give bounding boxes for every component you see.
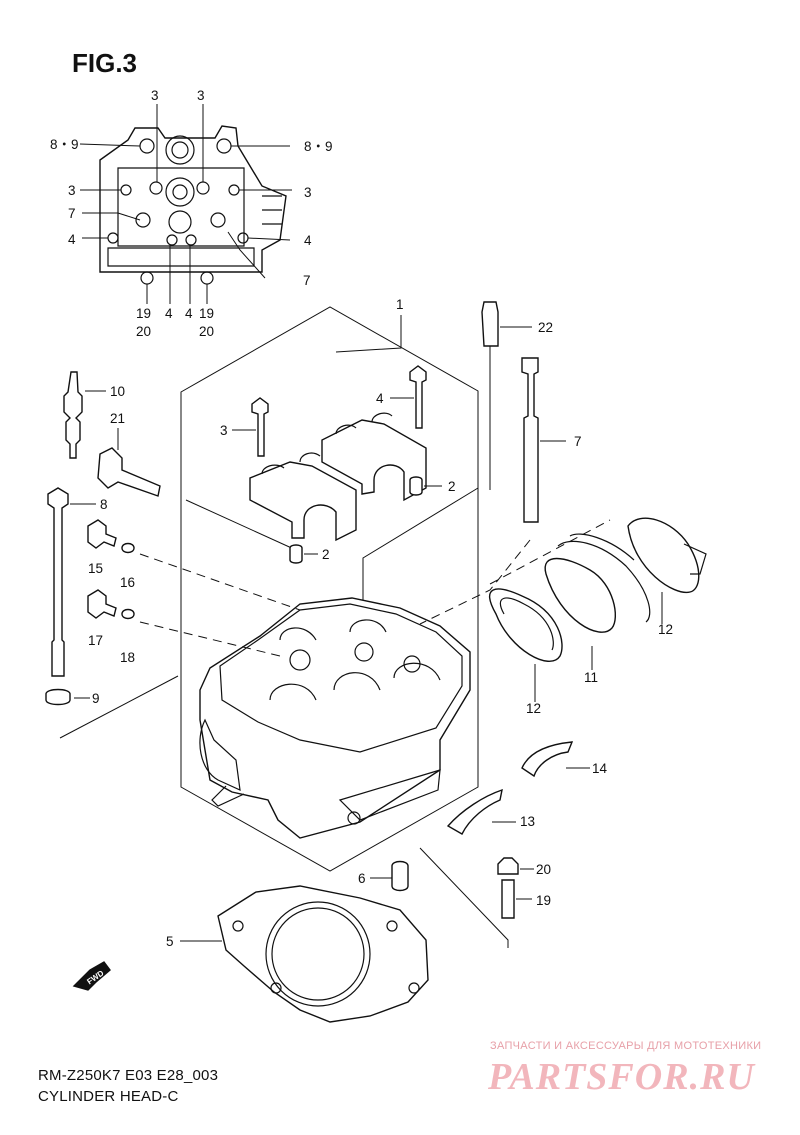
callout-2: 2 [448, 479, 456, 494]
callout-17: 17 [88, 633, 103, 648]
callout-19: 19 [199, 306, 214, 321]
callout-4: 4 [68, 232, 76, 247]
callout-4: 4 [304, 233, 312, 248]
callout-7: 7 [574, 434, 582, 449]
intake-pipe-and-clamps [489, 517, 707, 702]
callout-4: 4 [165, 306, 173, 321]
tensioner-and-stud [419, 301, 566, 625]
cylinder-head-body [199, 597, 471, 839]
inset-head-top-view [79, 104, 292, 304]
callout-19: 19 [536, 893, 551, 908]
watermark-logo: PARTSFOR.RU [488, 1056, 755, 1098]
callout-labels: 3 3 8・9 8・9 3 3 7 4 4 7 19 4 4 19 20 20 … [50, 88, 673, 949]
callout-18: 18 [120, 650, 135, 665]
callout-8-9: 8・9 [304, 139, 333, 154]
callout-3: 3 [151, 88, 159, 103]
model-code: RM-Z250K7 E03 E28_003 [38, 1067, 219, 1084]
fwd-arrow-icon: FWD [72, 961, 111, 991]
stud-bolt-8 [45, 487, 179, 739]
callout-3: 3 [304, 185, 312, 200]
bolt-21 [97, 428, 161, 497]
spark-plug [63, 371, 106, 459]
callout-13: 13 [520, 814, 535, 829]
callout-3: 3 [68, 183, 76, 198]
callout-1: 1 [396, 297, 404, 312]
callout-20: 20 [199, 324, 214, 339]
callout-19: 19 [136, 306, 151, 321]
figure-title: FIG.3 [72, 48, 138, 78]
callout-8: 8 [100, 497, 108, 512]
callout-6: 6 [358, 871, 366, 886]
callout-7: 7 [303, 273, 311, 288]
plug-bolts [87, 519, 301, 657]
callout-3: 3 [197, 88, 205, 103]
callout-22: 22 [538, 320, 553, 335]
dowel-and-gasket [180, 860, 429, 1023]
callout-21: 21 [110, 411, 125, 426]
callout-4: 4 [185, 306, 193, 321]
callout-12: 12 [526, 701, 541, 716]
callout-14: 14 [592, 761, 608, 776]
callout-9: 9 [92, 691, 100, 706]
callout-4: 4 [376, 391, 384, 406]
callout-16: 16 [120, 575, 135, 590]
callout-15: 15 [88, 561, 103, 576]
watermark-subtitle: ЗАПЧАСТИ И АКСЕССУАРЫ ДЛЯ МОТОТЕХНИКИ [490, 1040, 762, 1052]
callout-7: 7 [68, 206, 76, 221]
assembly-boundary [180, 306, 479, 872]
callout-3: 3 [220, 423, 228, 438]
callout-20: 20 [536, 862, 551, 877]
callout-11: 11 [584, 670, 598, 685]
callout-20: 20 [136, 324, 151, 339]
callout-12: 12 [658, 622, 673, 637]
chain-guides [446, 741, 590, 835]
callout-8-9: 8・9 [50, 137, 79, 152]
callout-10: 10 [110, 384, 125, 399]
section-name: CYLINDER HEAD-C [38, 1088, 179, 1105]
callout-5: 5 [166, 934, 174, 949]
nut-and-stud [419, 847, 534, 948]
cap-bolts [232, 365, 442, 564]
callout-2: 2 [322, 547, 330, 562]
camshaft-caps [249, 412, 427, 542]
